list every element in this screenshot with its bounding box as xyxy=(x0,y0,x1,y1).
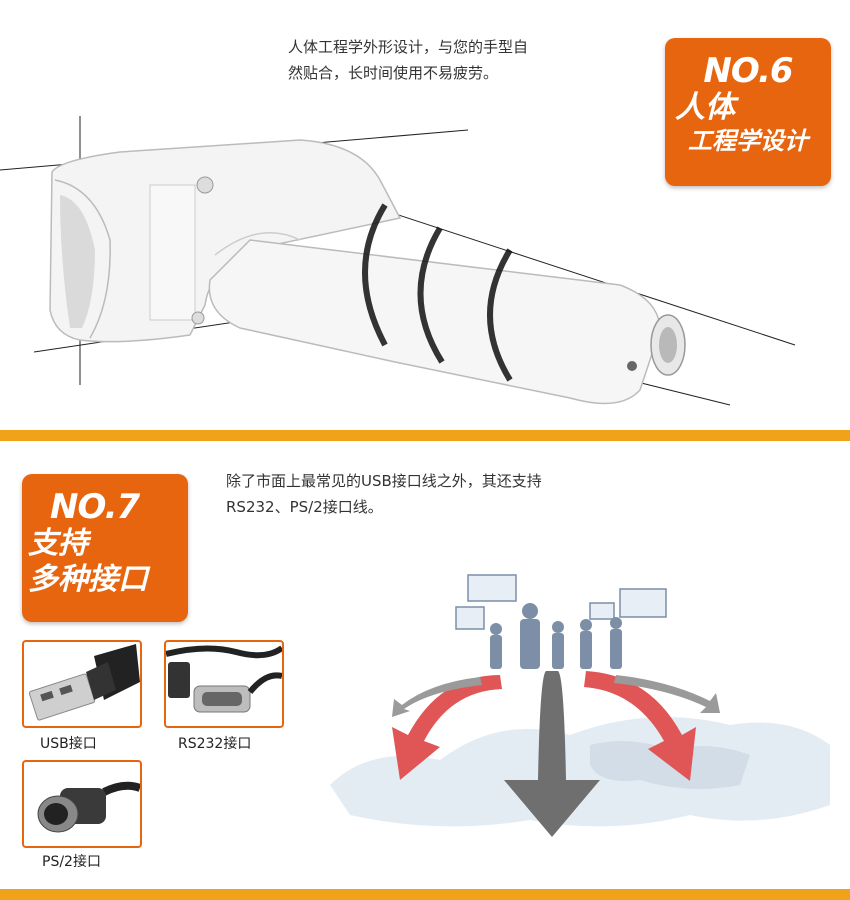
feature-badge-no6: NO.6 人体 工程学设计 xyxy=(665,38,831,186)
rs232-port-card xyxy=(164,640,284,728)
ps2-port-card xyxy=(22,760,142,848)
ergonomics-description-line1: 人体工程学外形设计，与您的手型自 xyxy=(288,38,529,56)
interfaces-description-line2: RS232、PS/2接口线。 xyxy=(226,498,383,516)
badge-title-line1: 支持 xyxy=(28,526,88,561)
section-divider-bottom xyxy=(0,889,850,900)
rs232-port-label: RS232接口 xyxy=(178,736,252,752)
feature-badge-no7: NO.7 支持 多种接口 xyxy=(22,474,188,622)
usb-port-label: USB接口 xyxy=(40,736,97,752)
badge-title-line1: 人体 xyxy=(675,90,735,125)
ps2-port-label: PS/2接口 xyxy=(42,854,101,870)
ps2-plug-icon xyxy=(37,781,140,833)
usb-plug-icon xyxy=(28,644,140,721)
badge-number: NO.7 xyxy=(50,487,140,527)
badge-number: NO.6 xyxy=(703,51,793,91)
badge-title-line2: 多种接口 xyxy=(28,562,148,597)
ergonomics-description-line2: 然贴合，长时间使用不易疲劳。 xyxy=(288,64,499,82)
section-divider-top xyxy=(0,430,850,441)
ergonomics-description: 人体工程学外形设计，与您的手型自 然贴合，长时间使用不易疲劳。 xyxy=(288,34,648,86)
rs232-plug-icon xyxy=(166,645,282,713)
interfaces-description-line1: 除了市面上最常见的USB接口线之外，其还支持 xyxy=(226,472,542,490)
badge-title-line2: 工程学设计 xyxy=(688,127,808,155)
usb-port-card xyxy=(22,640,142,728)
interfaces-description: 除了市面上最常见的USB接口线之外，其还支持 RS232、PS/2接口线。 xyxy=(226,468,706,520)
barcode-scanner-illustration xyxy=(0,116,796,406)
business-arrows-illustration xyxy=(330,574,830,837)
